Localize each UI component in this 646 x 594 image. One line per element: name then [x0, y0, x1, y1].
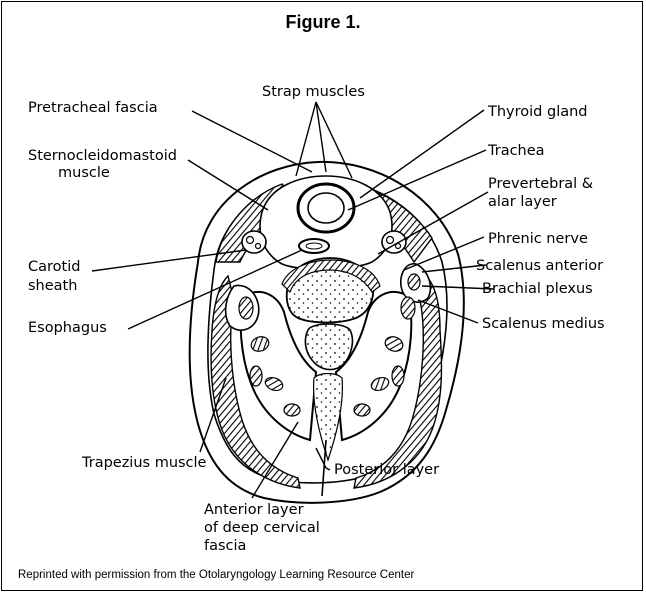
label-pretracheal-fascia: Pretracheal fascia	[28, 100, 158, 116]
label-thyroid-gland: Thyroid gland	[487, 104, 588, 120]
label-esophagus: Esophagus	[28, 320, 107, 336]
label-scalenus-anterior: Scalenus anterior	[476, 258, 603, 274]
label-trachea: Trachea	[487, 143, 545, 159]
credit-line: Reprinted with permission from the Otola…	[18, 569, 414, 581]
label-strap-muscles: Strap muscles	[262, 84, 365, 100]
label-sternocleidomastoid-1: Sternocleidomastoid	[28, 148, 177, 164]
label-anterior-layer-1: Anterior layer	[204, 502, 304, 518]
label-trapezius: Trapezius muscle	[81, 455, 207, 471]
label-phrenic-nerve: Phrenic nerve	[488, 231, 588, 247]
label-sternocleidomastoid-2: muscle	[58, 165, 110, 181]
label-scalenus-medius: Scalenus medius	[482, 316, 605, 332]
label-posterior-layer: Posterior layer	[334, 462, 439, 478]
label-anterior-layer-2: of deep cervical	[204, 520, 320, 536]
label-prevertebral-2: alar layer	[488, 194, 557, 210]
label-brachial-plexus: Brachial plexus	[482, 281, 593, 297]
label-anterior-layer-3: fascia	[204, 538, 246, 554]
label-prevertebral-1: Prevertebral &	[488, 176, 593, 192]
label-carotid-2: sheath	[28, 278, 77, 294]
label-carotid-1: Carotid	[28, 259, 80, 275]
